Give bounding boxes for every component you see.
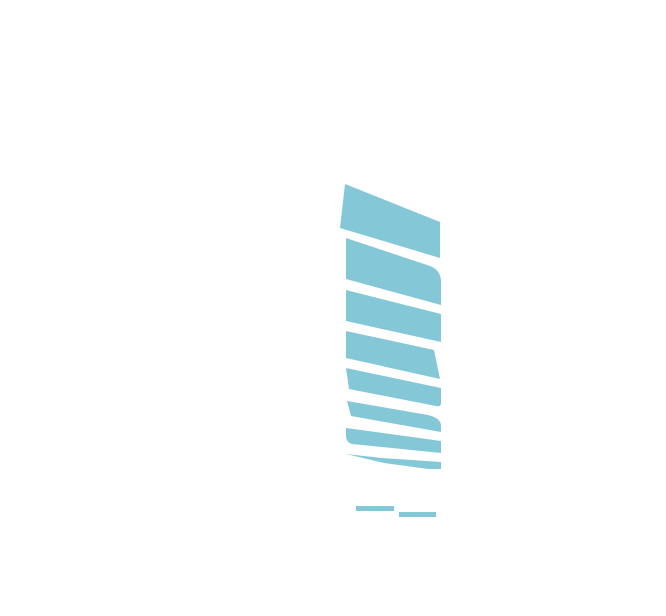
tower-base-dashes	[356, 506, 436, 517]
tower-stripe	[346, 368, 441, 407]
tower-stripe	[346, 290, 441, 342]
base-dash	[356, 506, 394, 511]
tower-stripe	[347, 401, 441, 432]
tower-stripe	[340, 184, 440, 258]
tower-stripe	[346, 428, 441, 453]
base-dash	[399, 512, 436, 517]
tower-stripe	[346, 454, 441, 469]
tower-stripes	[340, 184, 441, 469]
tower-stripe	[346, 331, 440, 379]
tower-stripe	[346, 238, 441, 305]
